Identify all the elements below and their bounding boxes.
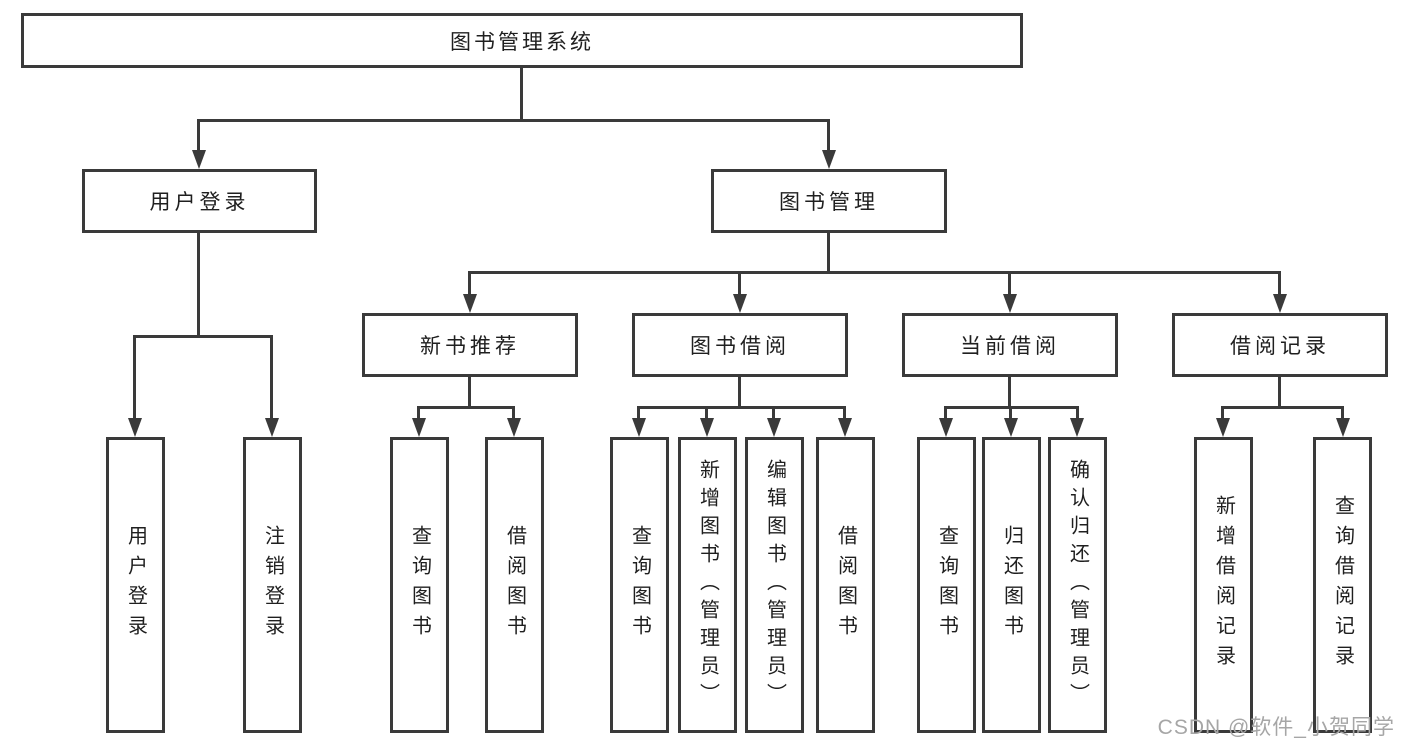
arrow-down-icon	[265, 418, 279, 437]
connector-drop	[1076, 406, 1079, 421]
arrow-down-icon	[733, 294, 747, 313]
connector-stem-current-borrow	[1008, 377, 1011, 409]
connector-drop	[270, 335, 273, 420]
leaf-logout: 注销登录	[243, 437, 302, 733]
arrow-down-icon	[632, 418, 646, 437]
node-borrow-records: 借阅记录	[1172, 313, 1388, 377]
connector-drop	[133, 335, 136, 420]
leaf-query-books-borrow: 查询图书	[610, 437, 669, 733]
leaf-label: 查询借阅记录	[1331, 495, 1354, 675]
connector-drop	[827, 119, 830, 153]
leaf-query-books-recommend: 查询图书	[390, 437, 449, 733]
arrow-down-icon	[192, 150, 206, 169]
leaf-return-books: 归还图书	[982, 437, 1041, 733]
arrow-down-icon	[1070, 418, 1084, 437]
arrow-down-icon	[507, 418, 521, 437]
node-library-management-system: 图书管理系统	[21, 13, 1023, 68]
connector-stem-root	[520, 68, 523, 122]
connector-drop	[1008, 271, 1011, 297]
arrow-down-icon	[838, 418, 852, 437]
connector-drop	[417, 406, 420, 421]
leaf-label: 查询图书	[935, 525, 958, 645]
arrow-down-icon	[463, 294, 477, 313]
arrow-down-icon	[700, 418, 714, 437]
leaf-add-borrow-record: 新增借阅记录	[1194, 437, 1253, 733]
leaf-label: 借阅图书	[503, 525, 526, 645]
connector-rail-level2	[197, 119, 830, 122]
connector-drop	[1009, 406, 1012, 421]
arrow-down-icon	[128, 418, 142, 437]
connector-stem-book-borrow	[738, 377, 741, 409]
leaf-label: 归还图书	[1000, 525, 1023, 645]
connector-rail-level3	[468, 271, 1281, 274]
connector-stem-new-book	[468, 377, 471, 409]
leaf-query-books-current: 查询图书	[917, 437, 976, 733]
leaf-user-login: 用户登录	[106, 437, 165, 733]
connector-rail-borrow-records	[1221, 406, 1344, 409]
leaf-borrow-books-recommend: 借阅图书	[485, 437, 544, 733]
connector-drop	[197, 119, 200, 153]
arrow-down-icon	[767, 418, 781, 437]
leaf-label: 注销登录	[261, 525, 284, 645]
node-current-borrow: 当前借阅	[902, 313, 1118, 377]
leaf-borrow-books: 借阅图书	[816, 437, 875, 733]
connector-drop	[1341, 406, 1344, 421]
leaf-label: 新增借阅记录	[1212, 495, 1235, 675]
leaf-label: 用户登录	[124, 525, 147, 645]
arrow-down-icon	[822, 150, 836, 169]
connector-drop	[843, 406, 846, 421]
connector-rail-user-login	[133, 335, 273, 338]
connector-rail-new-book	[417, 406, 515, 409]
connector-drop	[944, 406, 947, 421]
leaf-query-borrow-record: 查询借阅记录	[1313, 437, 1372, 733]
leaf-label: 确认归还（管理员）	[1066, 459, 1089, 711]
arrow-down-icon	[1273, 294, 1287, 313]
connector-drop	[738, 271, 741, 297]
leaf-edit-books-admin: 编辑图书（管理员）	[745, 437, 804, 733]
leaf-label: 借阅图书	[834, 525, 857, 645]
node-book-borrow: 图书借阅	[632, 313, 848, 377]
connector-drop	[468, 271, 471, 297]
node-new-book-recommend: 新书推荐	[362, 313, 578, 377]
arrow-down-icon	[1336, 418, 1350, 437]
leaf-label: 新增图书（管理员）	[696, 459, 719, 711]
leaf-label: 查询图书	[408, 525, 431, 645]
connector-rail-book-borrow	[637, 406, 846, 409]
connector-stem-borrow-records	[1278, 377, 1281, 409]
connector-drop	[1278, 271, 1281, 297]
leaf-confirm-return-admin: 确认归还（管理员）	[1048, 437, 1107, 733]
connector-stem-user-login	[197, 233, 200, 338]
csdn-watermark: CSDN @软件_小贺同学	[1157, 716, 1395, 739]
connector-drop	[705, 406, 708, 421]
node-user-login: 用户登录	[82, 169, 317, 233]
arrow-down-icon	[939, 418, 953, 437]
connector-stem-book-management	[827, 233, 830, 274]
connector-drop	[772, 406, 775, 421]
connector-drop	[637, 406, 640, 421]
connector-drop	[1221, 406, 1224, 421]
arrow-down-icon	[1003, 294, 1017, 313]
node-book-management: 图书管理	[711, 169, 947, 233]
connector-drop	[512, 406, 515, 421]
arrow-down-icon	[1004, 418, 1018, 437]
leaf-label: 查询图书	[628, 525, 651, 645]
leaf-add-books-admin: 新增图书（管理员）	[678, 437, 737, 733]
arrow-down-icon	[412, 418, 426, 437]
leaf-label: 编辑图书（管理员）	[763, 459, 786, 711]
arrow-down-icon	[1216, 418, 1230, 437]
